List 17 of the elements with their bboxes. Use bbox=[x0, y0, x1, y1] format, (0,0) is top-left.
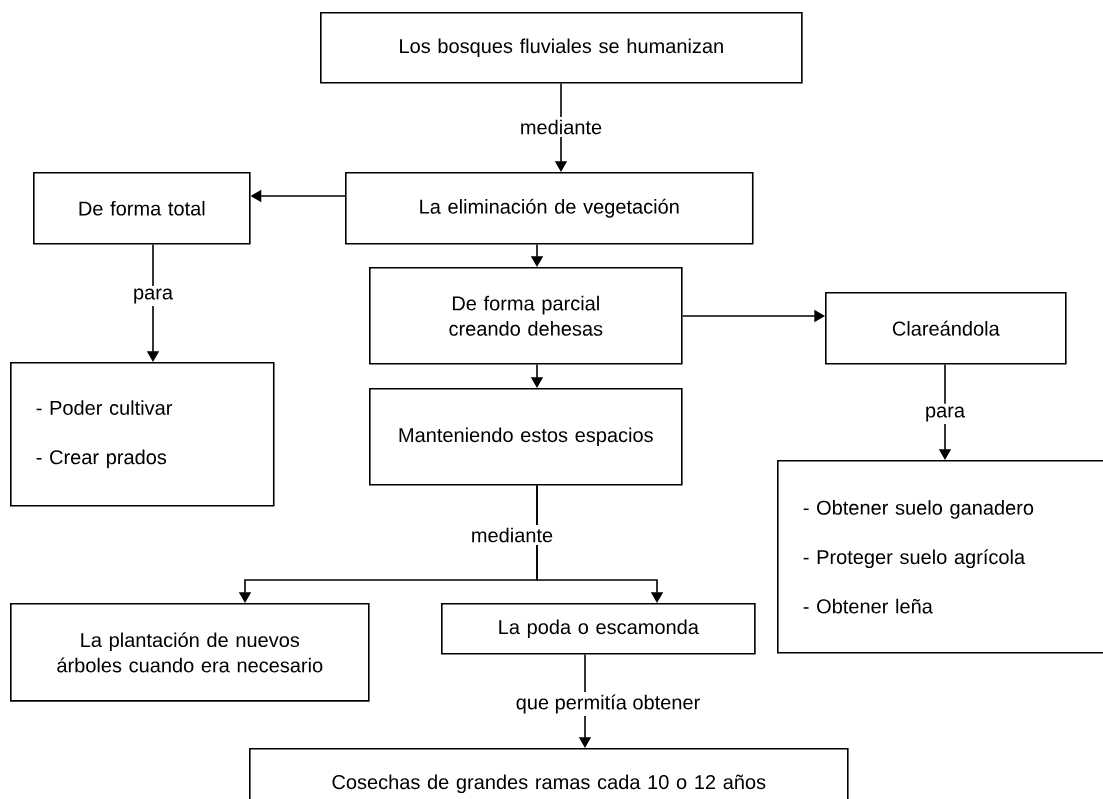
concept-box: La plantación de nuevos árboles cuando era necesario bbox=[10, 603, 370, 702]
concept-box: Clareándola bbox=[825, 292, 1067, 365]
concept-box: Cosechas de grandes ramas cada 10 o 12 años bbox=[249, 748, 849, 799]
edge-label: mediante bbox=[517, 117, 605, 137]
concept-box: La poda o escamonda bbox=[441, 603, 756, 655]
concept-box: Manteniendo estos espacios bbox=[369, 388, 683, 486]
edge-label: que permitía obtener bbox=[513, 691, 703, 717]
concept-box: De forma parcial creando dehesas bbox=[369, 267, 683, 365]
edge-label: mediante bbox=[468, 525, 556, 545]
list-box: - Poder cultivar - Crear prados bbox=[10, 362, 275, 507]
concept-box: La eliminación de vegetación bbox=[345, 172, 754, 245]
concept-box: De forma total bbox=[33, 172, 251, 245]
concept-box: Los bosques fluviales se humanizan bbox=[320, 12, 803, 84]
edge-label: para bbox=[130, 285, 176, 307]
list-box: - Obtener suelo ganadero - Proteger suelo agrícola - Obtener leña bbox=[777, 460, 1103, 654]
edge-label: para bbox=[922, 403, 968, 425]
arrow bbox=[536, 484, 664, 603]
